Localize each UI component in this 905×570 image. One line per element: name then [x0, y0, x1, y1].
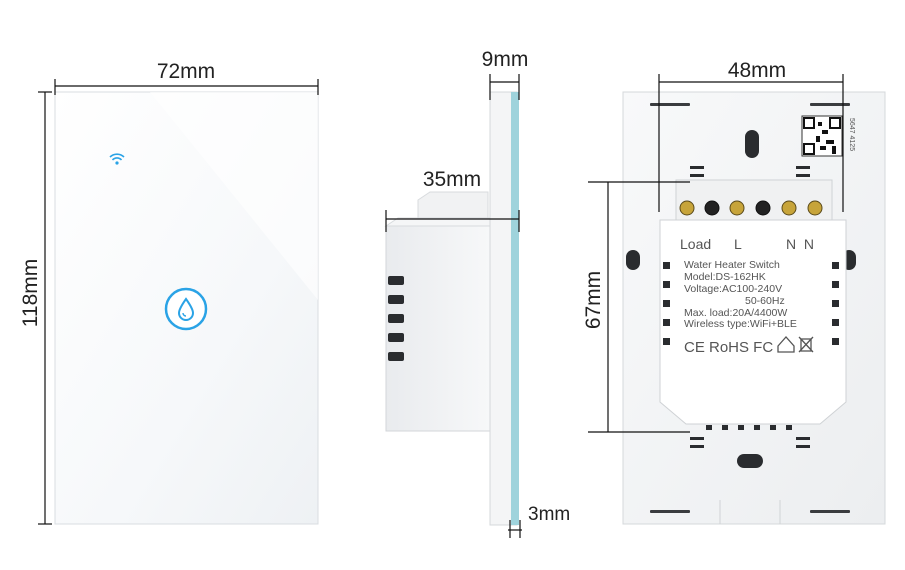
back-width-label: 48mm: [728, 59, 786, 82]
side-glass-edge: [511, 92, 519, 525]
label-frequency: 50-60Hz: [745, 295, 785, 307]
back-width-dimension: [658, 74, 844, 212]
back-height-label: 67mm: [582, 271, 605, 329]
label-title: Water Heater Switch: [684, 259, 780, 271]
front-height-label: 118mm: [19, 259, 42, 327]
home-icon: [777, 336, 795, 353]
side-thickness-label: 9mm: [482, 48, 529, 71]
left-slot-hole: [626, 250, 640, 270]
side-thickness-dimension: [489, 74, 520, 100]
label-model: Model:DS-162HK: [684, 271, 766, 283]
top-slot-hole: [745, 130, 759, 158]
side-depth-dimension: [385, 210, 520, 232]
front-width-dimension: [54, 79, 319, 95]
label-voltage: Voltage:AC100-240V: [684, 283, 782, 295]
side-vent-slots: [388, 276, 404, 361]
glass-reflection: [150, 92, 318, 300]
label-certifications: CE RoHS FC: [684, 339, 773, 356]
bottom-slot-hole: [737, 454, 763, 468]
water-drop-icon: [177, 297, 195, 321]
side-body: [385, 225, 491, 432]
product-label: Load L N N Water Heater Switch Model:DS-…: [659, 219, 847, 425]
terminal-block: [675, 179, 833, 221]
label-wireless: Wireless type:WiFi+BLE: [684, 318, 797, 330]
back-height-dimension: [588, 181, 690, 433]
bottom-mounting-clips: [650, 510, 850, 513]
front-width-label: 72mm: [157, 60, 215, 83]
side-view: 9mm 35mm 3mm: [384, 48, 570, 538]
terminal-l-label: L: [734, 236, 742, 252]
front-height-dimension: [38, 91, 52, 525]
label-max-load: Max. load:20A/4400W: [684, 307, 787, 319]
vent-marks: [690, 166, 810, 448]
back-view: 5647 4125: [582, 59, 886, 525]
front-view: 72mm 118mm: [19, 60, 319, 525]
qr-code: [801, 115, 843, 157]
qr-code-number: 5647 4125: [848, 118, 855, 151]
wifi-icon: [109, 153, 125, 165]
terminal-n-label: N N: [786, 236, 814, 252]
terminal-screws: [679, 200, 823, 216]
water-drop-touch-button[interactable]: [164, 287, 208, 331]
side-depth-label: 35mm: [423, 168, 481, 191]
terminal-load-label: Load: [680, 236, 711, 252]
side-glass-dimension: [508, 520, 522, 538]
top-mounting-clips: [650, 103, 850, 106]
crossed-bin-icon: [798, 336, 814, 353]
side-glass-label: 3mm: [528, 504, 570, 525]
